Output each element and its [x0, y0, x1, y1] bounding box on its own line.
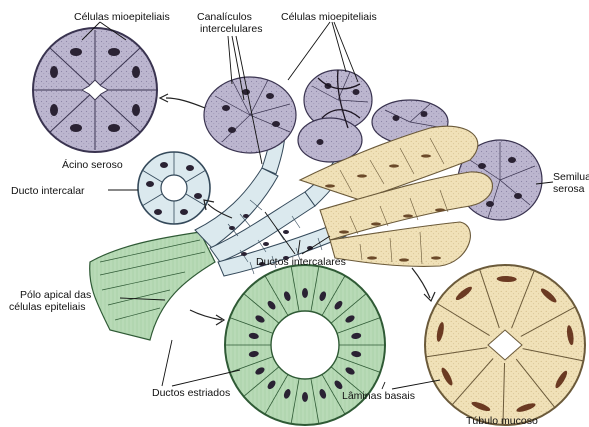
label-ducto-intercalar: Ducto intercalar	[11, 185, 85, 197]
label-tubulo-mucoso: Túbulo mucoso	[466, 415, 538, 427]
label-canaliculos-line1: Canalículos	[197, 11, 252, 23]
label-canaliculos-line2: intercelulares	[200, 23, 262, 35]
label-semilua-line2: serosa	[553, 183, 585, 195]
tubulo-mucoso-cross-section	[425, 265, 585, 425]
arrow-to-tubulo	[412, 268, 430, 298]
arrow-to-acino	[166, 98, 205, 108]
label-acino-seroso: Ácino seroso	[62, 158, 123, 171]
label-semilua-line1: Semilua	[553, 171, 589, 183]
label-ductos-estriados: Ductos estriados	[152, 387, 230, 399]
acino-seroso-cross-section	[33, 28, 157, 152]
label-celulas-mioepiteliais-right: Células mioepiteliais	[281, 11, 377, 23]
label-ductos-intercalares: Ductos intercalares	[256, 256, 346, 268]
arrow-to-ducto-estriado	[190, 310, 222, 320]
label-celulas-mioepiteliais-left: Células mioepiteliais	[74, 11, 170, 23]
cell-nucleus	[302, 288, 308, 298]
striated-duct-cone	[90, 232, 215, 340]
ducto-intercalar-cross-section	[138, 152, 210, 224]
label-polo-apical-line1: Pólo apical das	[20, 289, 91, 301]
label-laminas-basais: Lâminas basais	[342, 390, 415, 402]
cell-nucleus	[302, 392, 308, 402]
label-polo-apical-line2: células epiteliais	[9, 301, 85, 313]
